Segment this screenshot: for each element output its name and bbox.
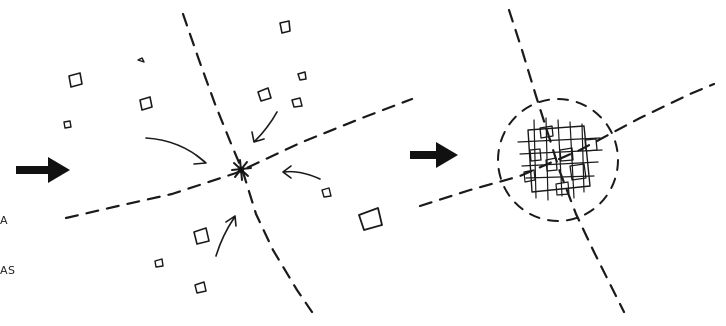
center-node [231,159,252,181]
road-horizontal-right [418,82,716,208]
dense-cluster [517,117,603,201]
scattered-buildings [63,20,383,294]
edge-label-a: A [0,214,9,227]
edge-label-as: AS [0,264,16,277]
dashed-boundary-circle [497,98,619,222]
left-panel [63,12,414,314]
road-vertical-right [507,8,626,314]
transition-arrow-1 [16,157,70,183]
convergence-arrows [145,111,321,257]
right-panel [418,8,716,314]
road-horizontal-left [64,97,414,220]
transition-arrow-2 [410,142,458,168]
